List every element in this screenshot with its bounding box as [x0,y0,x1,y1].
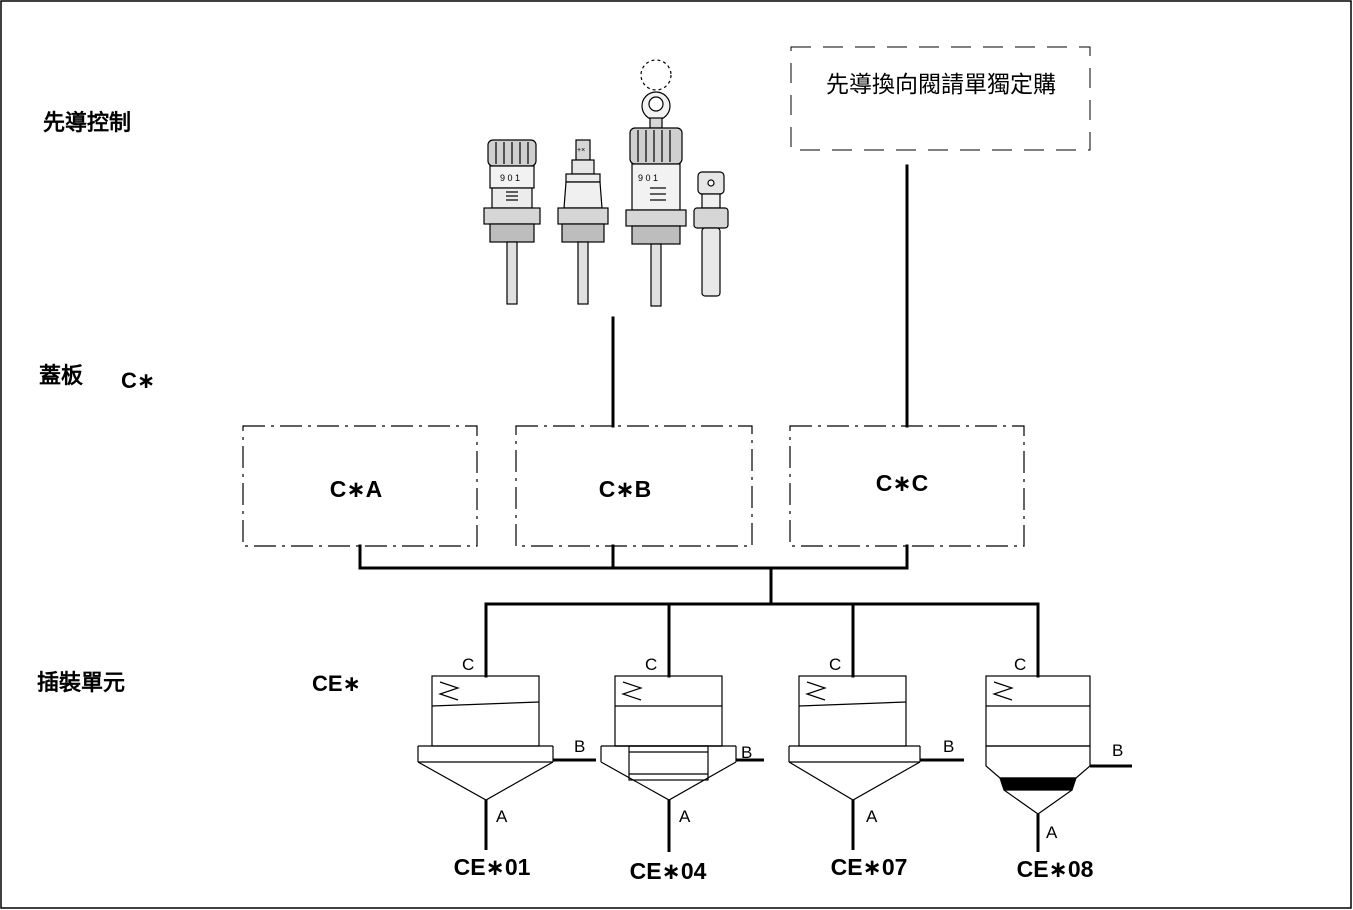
port-label-a-1: A [496,807,508,826]
port-label-c-3: C [829,655,841,674]
port-label-b-3: B [943,737,954,756]
pilot-valve-lockable-icon: 9 0 1 [625,59,687,307]
port-label-c-2: C [645,655,657,674]
cartridge-ce04-symbol [600,675,764,852]
row-label-cover: 蓋板 [39,364,84,389]
port-label-b-1: B [574,737,585,756]
cover-box-c [789,425,1025,547]
cover-box-b [515,425,753,547]
pilot-valve-plug-icon [693,171,729,297]
cartridge-ce07-symbol [788,675,964,850]
cartridge-model-ce07: CE∗07 [830,854,908,880]
svg-text:+×: +× [577,147,585,154]
svg-text:9 0 1: 9 0 1 [638,173,658,183]
port-label-a-3: A [866,807,878,826]
svg-text:9 0 1: 9 0 1 [500,173,520,183]
cartridge-ce01-symbol [417,675,596,850]
pilot-valve-handwheel-icon: 9 0 1 [483,139,541,305]
port-label-a-2: A [679,807,691,826]
port-label-b-4: B [1112,741,1123,760]
cartridge-ce08-symbol [985,675,1132,852]
cartridge-model-ce01: CE∗01 [453,854,531,880]
row-label-cover-code: C∗ [121,368,156,393]
pilot-valve-note: 先導換向閥請單獨定購 [826,72,1056,98]
cover-box-label-b: C∗B [598,476,652,502]
cover-box-label-c: C∗C [875,470,929,496]
connection-lines [358,164,1040,678]
pilot-valve-note-box [790,46,1091,151]
cover-box-a [242,425,478,547]
port-label-b-2: B [741,743,752,762]
cartridge-model-ce04: CE∗04 [629,858,707,884]
row-label-pilot-control: 先導控制 [43,111,132,136]
port-label-a-4: A [1046,823,1058,842]
port-label-c-4: C [1014,655,1026,674]
cover-box-label-a: C∗A [329,476,383,502]
port-label-c-1: C [462,655,474,674]
row-label-cartridge-code: CE∗ [312,671,361,696]
cover-box-outlines [242,425,1025,547]
pilot-valve-screw-icon: +× [557,139,609,305]
row-label-cartridge: 插裝單元 [37,671,126,696]
cartridge-model-ce08: CE∗08 [1016,856,1094,882]
